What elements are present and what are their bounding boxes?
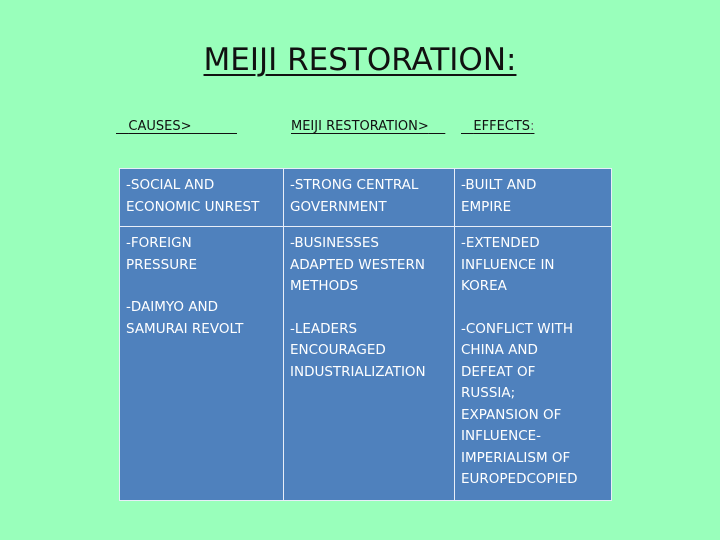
cell-text: -DAIMYO AND (126, 299, 219, 315)
cell-text: DEFEAT OF (461, 363, 536, 380)
cell-text: SAMURAI REVOLT (126, 320, 244, 337)
table-cell-effects: -EXTENDED INFLUENCE IN KOREA -CONFLICT W… (454, 226, 612, 501)
cell-text: -CONFLICT WITH (461, 320, 573, 337)
cell-text: CHINA AND (461, 342, 538, 358)
cell-text: -BUSINESSES (290, 235, 379, 251)
cell-text: EMPIRE (461, 198, 512, 215)
header-causes: CAUSES> (116, 119, 237, 134)
cell-text: KOREA (461, 278, 507, 294)
cell-text: PRESSURE (126, 256, 197, 273)
cell-text: GOVERNMENT (290, 198, 387, 215)
cell-text: EXPANSION OF (461, 406, 562, 423)
cell-text: -BUILT AND (461, 177, 537, 193)
header-effects-label: EFFECTS (473, 119, 531, 134)
cell-text: INFLUENCE IN (461, 256, 555, 273)
cell-text: IMPERIALISM OF (461, 449, 571, 466)
header-meiji-restoration: MEIJI RESTORATION> (291, 119, 445, 134)
page-title: MEIJI RESTORATION: (0, 42, 720, 78)
cell-text: INDUSTRIALIZATION (290, 363, 426, 380)
cell-text: ENCOURAGED (290, 342, 386, 358)
header-effects-colon: : (530, 119, 535, 134)
cell-text: -STRONG CENTRAL (290, 177, 419, 193)
page-title-text: MEIJI RESTORATION: (203, 42, 517, 78)
table-row: -FOREIGN PRESSURE -DAIMYO AND SAMURAI RE… (119, 226, 612, 501)
header-causes-label: CAUSES> (128, 119, 192, 134)
table-cell-causes: -FOREIGN PRESSURE -DAIMYO AND SAMURAI RE… (119, 226, 284, 501)
cell-text: METHODS (290, 278, 359, 294)
cell-text: -FOREIGN (126, 235, 192, 251)
table-cell-meiji: -STRONG CENTRAL GOVERNMENT (283, 168, 455, 227)
cell-text: -EXTENDED (461, 235, 540, 251)
cell-text: ADAPTED WESTERN (290, 256, 425, 273)
cell-text: INFLUENCE- (461, 428, 542, 444)
header-meiji-label: MEIJI RESTORATION> (291, 119, 429, 134)
cell-text: ECONOMIC UNREST (126, 198, 260, 215)
restoration-table: -SOCIAL AND ECONOMIC UNREST -STRONG CENT… (119, 168, 612, 501)
cell-text: EUROPEDCOPIED (461, 471, 578, 487)
table-cell-causes: -SOCIAL AND ECONOMIC UNREST (119, 168, 284, 227)
cell-text: -SOCIAL AND (126, 177, 215, 193)
cell-text: RUSSIA; (461, 385, 516, 401)
cell-text: -LEADERS (290, 320, 358, 337)
table-row: -SOCIAL AND ECONOMIC UNREST -STRONG CENT… (119, 168, 612, 227)
table-cell-meiji: -BUSINESSES ADAPTED WESTERN METHODS -LEA… (283, 226, 455, 501)
table-cell-effects: -BUILT AND EMPIRE (454, 168, 612, 227)
header-effects: EFFECTS: (461, 119, 534, 134)
